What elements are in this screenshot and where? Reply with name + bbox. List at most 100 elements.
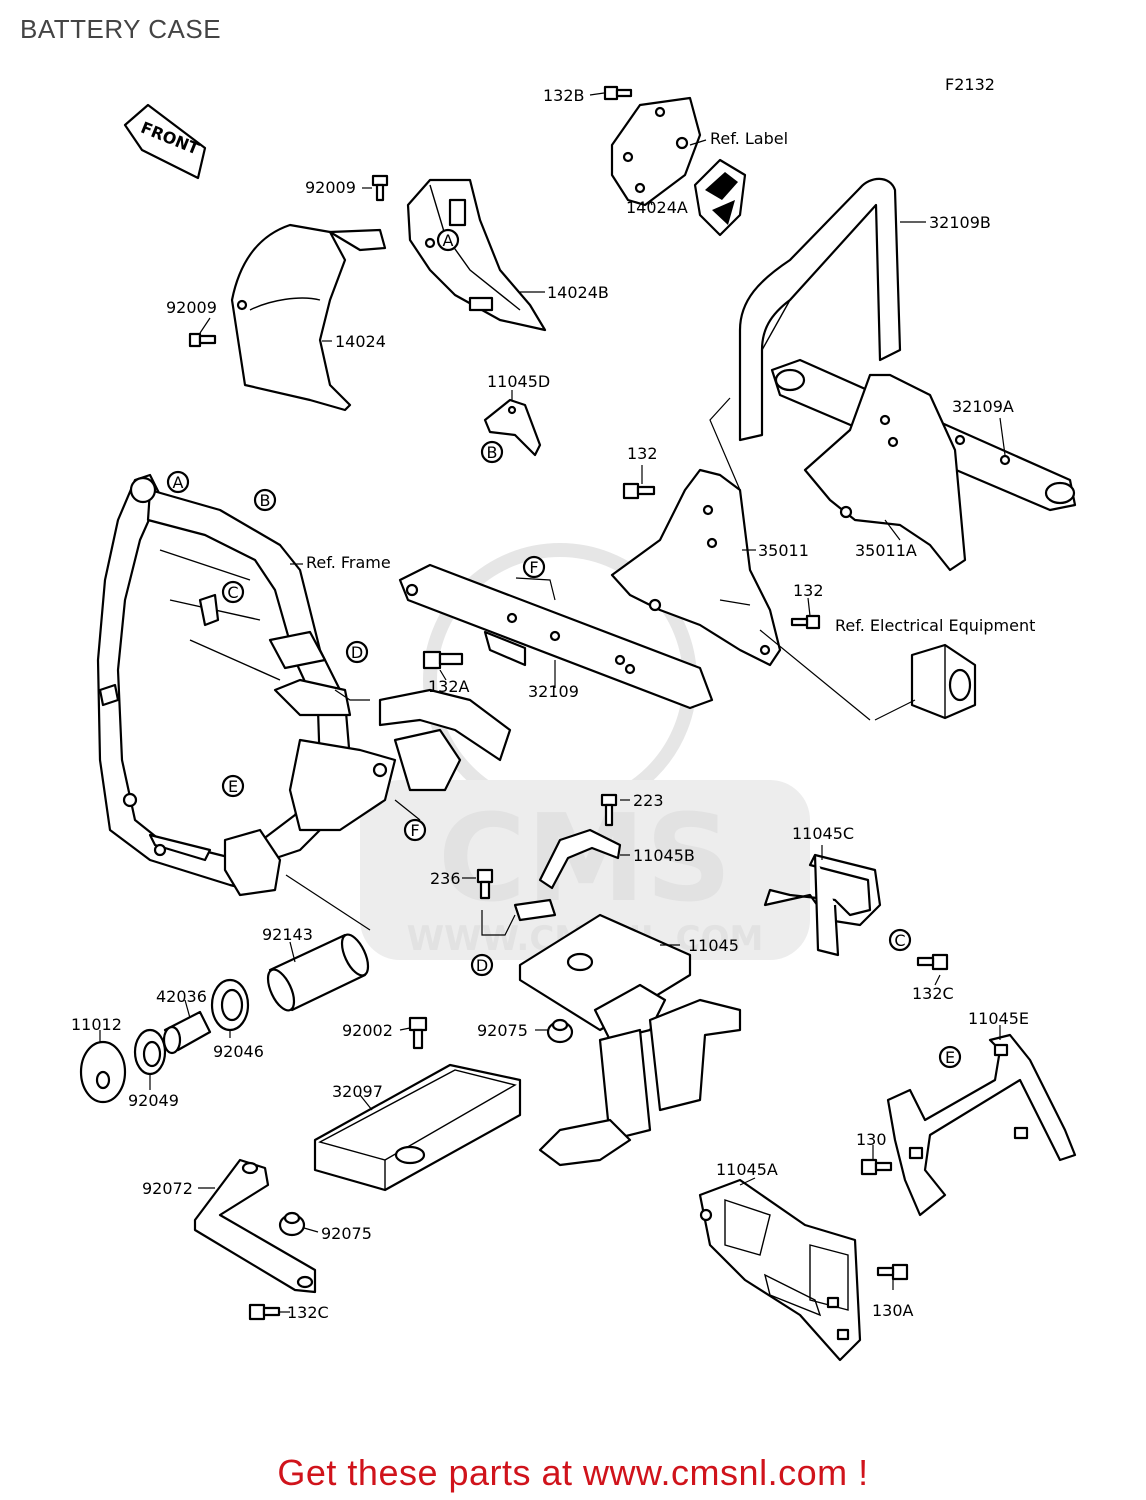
label-92075-upper: 92075 xyxy=(477,1021,528,1040)
svg-text:D: D xyxy=(476,956,488,975)
part-92046-bearing xyxy=(210,978,250,1032)
part-11045B-bracket xyxy=(538,828,622,890)
label-42036: 42036 xyxy=(156,987,207,1006)
part-92049-seal xyxy=(133,1028,167,1076)
svg-text:A: A xyxy=(443,231,454,250)
label-11045A: 11045A xyxy=(716,1160,778,1179)
callout-c-frame: C xyxy=(221,580,245,604)
label-32109A: 32109A xyxy=(952,397,1014,416)
part-35011A-bracket xyxy=(803,373,967,572)
label-14024B: 14024B xyxy=(547,283,609,302)
callout-e-bracket: E xyxy=(938,1045,962,1069)
front-arrow-icon: FRONT xyxy=(123,103,207,180)
label-14024: 14024 xyxy=(335,332,386,351)
label-32109: 32109 xyxy=(528,682,579,701)
bolt-132C-lower-icon xyxy=(248,1303,281,1321)
label-92002: 92002 xyxy=(342,1021,393,1040)
ref-electrical-box-icon xyxy=(910,643,977,720)
label-130A: 130A xyxy=(872,1301,914,1320)
callout-d-tray: D xyxy=(470,953,494,977)
part-42036-collar xyxy=(162,1010,212,1055)
label-14024A: 14024A xyxy=(626,198,688,217)
label-132-lower: 132 xyxy=(793,581,824,600)
svg-text:B: B xyxy=(260,491,271,510)
callout-f-frame: F xyxy=(403,818,427,842)
svg-text:A: A xyxy=(173,473,184,492)
callout-a-frame: A xyxy=(166,470,190,494)
part-number-labels: 132B 14024A 32109B 92009 14024B 14024 11… xyxy=(71,86,1029,1322)
page-title: BATTERY CASE xyxy=(20,14,222,44)
part-11045-tray xyxy=(513,898,742,1167)
parts-diagram: CMS WWW.CMSNL.COM F2132 FRONT xyxy=(71,75,1077,1362)
part-11012-washer xyxy=(79,1040,127,1104)
part-14024-side-cover xyxy=(230,223,387,412)
callout-b-frame: B xyxy=(253,488,277,512)
label-132-upper: 132 xyxy=(627,444,658,463)
callout-f-rail: F xyxy=(522,555,546,579)
label-132C-upper: 132C xyxy=(912,984,954,1003)
svg-text:B: B xyxy=(487,443,498,462)
part-11045D-bracket xyxy=(483,398,542,457)
bolt-92002-icon xyxy=(408,1016,428,1050)
svg-text:E: E xyxy=(945,1048,955,1067)
label-11045E: 11045E xyxy=(968,1009,1029,1028)
callout-e-frame: E xyxy=(221,774,245,798)
figure-code: F2132 xyxy=(945,75,995,94)
label-32109B: 32109B xyxy=(929,213,991,232)
label-92009-lower: 92009 xyxy=(166,298,217,317)
label-92072: 92072 xyxy=(142,1179,193,1198)
svg-text:D: D xyxy=(351,643,363,662)
footer-link[interactable]: Get these parts at www.cmsnl.com ! xyxy=(277,1452,869,1493)
ref-frame-note: Ref. Frame xyxy=(306,553,391,572)
label-132A: 132A xyxy=(428,677,470,696)
part-11045A-bracket xyxy=(698,1178,862,1362)
label-11045: 11045 xyxy=(688,936,739,955)
bolt-130-icon xyxy=(860,1158,893,1176)
bolt-92009-lower-icon xyxy=(188,332,217,348)
label-11045C: 11045C xyxy=(792,824,854,843)
label-92075-lower: 92075 xyxy=(321,1224,372,1243)
label-11012: 11012 xyxy=(71,1015,122,1034)
part-14024A-cover-plate xyxy=(610,96,702,207)
bolt-132B-icon xyxy=(603,85,633,101)
ref-frame xyxy=(96,473,512,897)
part-32109-rail xyxy=(398,563,714,710)
part-14024B-center-cover xyxy=(406,178,547,332)
svg-text:F: F xyxy=(410,821,419,840)
label-35011A: 35011A xyxy=(855,541,917,560)
bolt-130A-icon xyxy=(876,1263,909,1281)
part-92075-grommet-upper xyxy=(546,1018,574,1044)
callout-c-bracket: C xyxy=(888,928,912,952)
label-92049: 92049 xyxy=(128,1091,179,1110)
callout-b-upper: B xyxy=(480,440,504,464)
part-11045E-bracket xyxy=(886,1033,1077,1217)
part-92072-strap xyxy=(193,1158,317,1294)
bolt-92009-upper-icon xyxy=(371,174,389,202)
bolt-132-upper-icon xyxy=(622,482,656,500)
bolt-132A-icon xyxy=(422,650,464,670)
svg-text:E: E xyxy=(228,777,238,796)
bolt-132C-upper-icon xyxy=(916,953,949,971)
svg-text:C: C xyxy=(227,583,238,602)
ref-electrical-note: Ref. Electrical Equipment xyxy=(835,616,1035,635)
label-223: 223 xyxy=(633,791,664,810)
callout-markers: A B A B C D E F F C D E xyxy=(166,228,962,1069)
ref-label-icon xyxy=(693,158,747,237)
label-92009-upper: 92009 xyxy=(305,178,356,197)
watermark-logo: CMS xyxy=(438,790,732,929)
label-32097: 32097 xyxy=(332,1082,383,1101)
label-92046: 92046 xyxy=(213,1042,264,1061)
part-11045C-bracket xyxy=(763,853,882,957)
part-92143-tube xyxy=(266,933,370,1012)
bolt-132-lower-icon xyxy=(790,614,821,630)
bolt-icons xyxy=(188,85,949,1321)
label-132C-lower: 132C xyxy=(287,1303,329,1322)
part-35011-bracket xyxy=(610,468,782,667)
label-132B: 132B xyxy=(543,86,585,105)
bolt-236-icon xyxy=(476,868,494,900)
label-236: 236 xyxy=(430,869,461,888)
bolt-223-icon xyxy=(600,793,618,827)
label-11045B: 11045B xyxy=(633,846,695,865)
label-11045D: 11045D xyxy=(487,372,550,391)
part-92075-grommet-lower xyxy=(278,1211,306,1237)
